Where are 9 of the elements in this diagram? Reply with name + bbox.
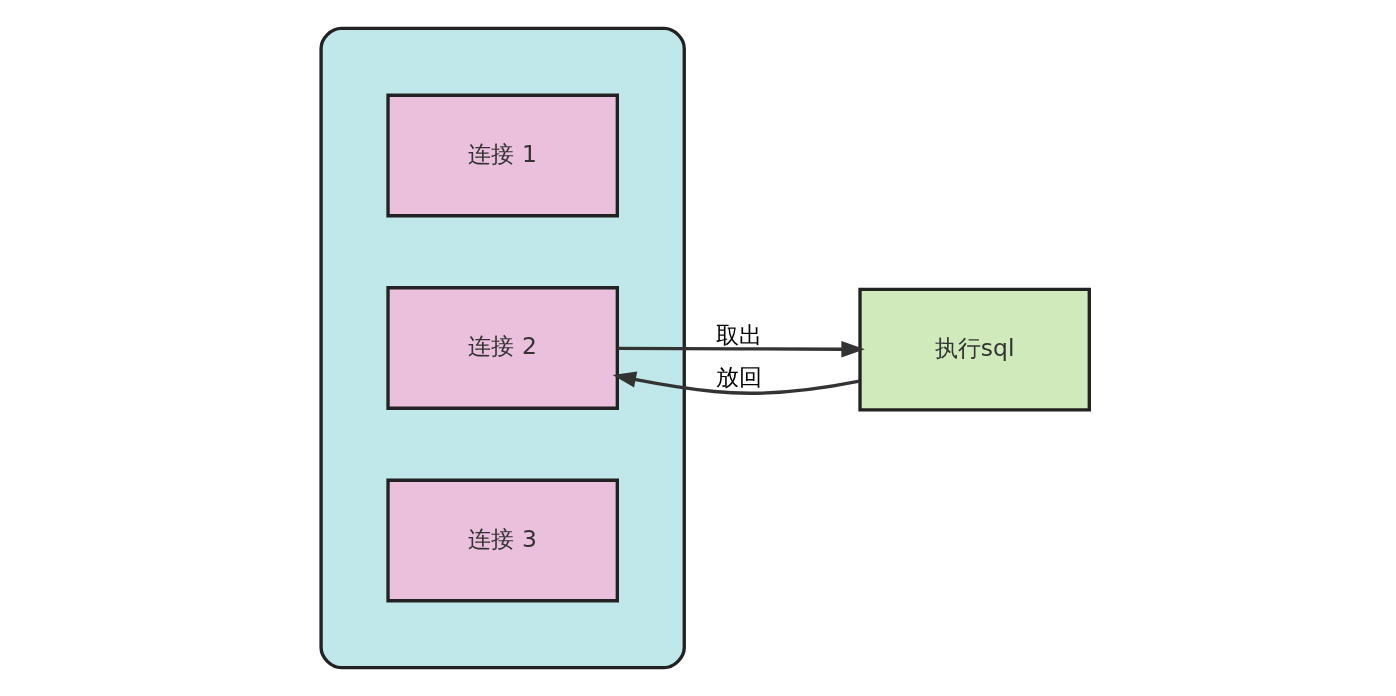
arrow <box>617 341 865 358</box>
edge-label: 放回 <box>715 363 762 392</box>
node-box: 执行sql <box>857 287 1091 412</box>
node-box: 连接 1 <box>385 93 619 218</box>
node-box: 连接 2 <box>385 286 619 410</box>
arrow <box>612 371 860 395</box>
cluster <box>318 26 686 670</box>
edge-label: 取出 <box>715 321 762 350</box>
node-box: 连接 3 <box>385 478 619 603</box>
